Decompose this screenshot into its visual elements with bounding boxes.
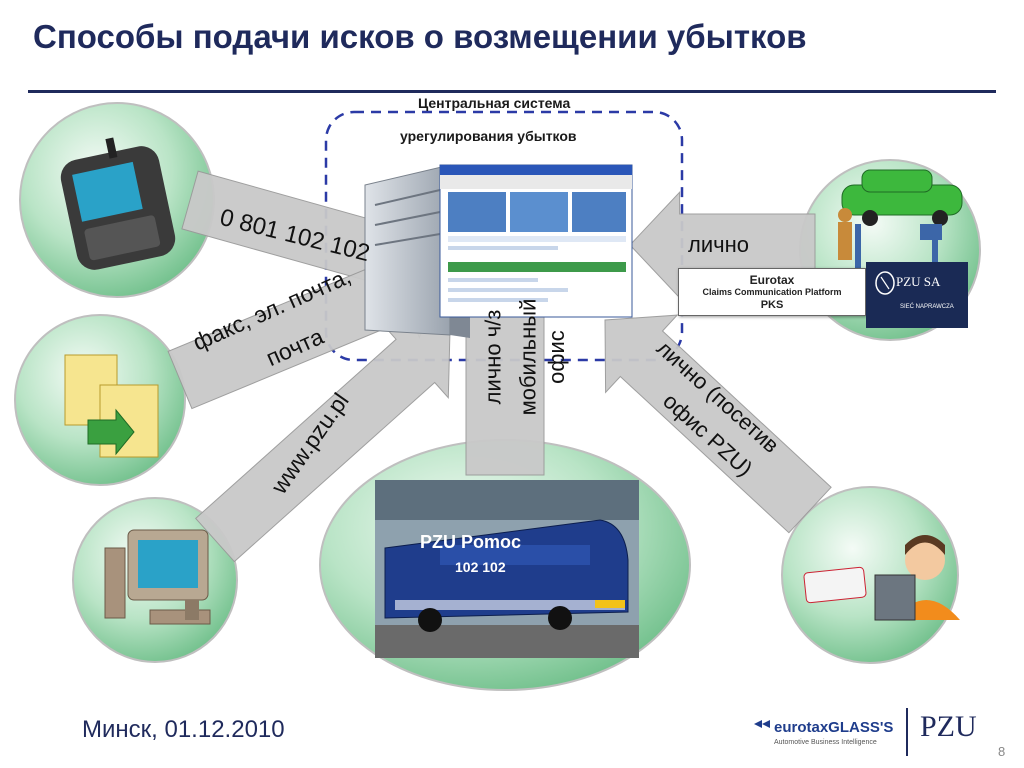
central-system-label-1: Центральная система [418,95,571,111]
documents-icon [64,354,159,458]
footer-date: Минск, 01.12.2010 [82,716,285,743]
central-system-label-2: урегулирования убытков [400,128,577,144]
eurotax-logo-text: eurotaxGLASS'S [774,719,893,736]
pzu-logo: PZU [920,710,977,743]
title-divider [28,90,996,93]
bus-brand-text: PZU Pomoc [420,532,521,552]
agent-at-desk-icon [803,535,960,621]
mobile-channel-label-3: офис [543,330,569,384]
kiosk-title: Eurotax [749,273,795,287]
kiosk-subtitle: Claims Communication Platform [702,287,842,297]
car-on-lift-icon [838,169,963,299]
pzu-sa-subtitle: SIEĆ NAPRAWCZA [900,304,954,310]
pzu-sa-name: PZU SA [896,274,941,289]
mobile-channel-label-1: лично ч/з [480,309,506,405]
bus-number-text: 102 102 [455,559,506,575]
kiosk-code: PKS [760,299,784,311]
eurotax-platform-box: Eurotax Claims Communication Platform PK… [678,268,866,316]
mobile-channel-label-2: мобильный [515,298,541,416]
browser-screenshot [439,164,633,318]
page-number: 8 [998,744,1006,759]
eurotax-tagline: Automotive Business Intelligence [774,739,877,746]
eurotax-logo: eurotaxGLASS'S Automotive Business Intel… [754,719,893,746]
bus-photo: PZU Pomoc 102 102 [375,480,639,658]
arrow-office [604,314,832,534]
computer-icon [104,529,211,625]
pda-phone-icon [60,137,176,270]
pzu-sa-badge: PZU SA SIEĆ NAPRAWCZA [866,262,968,328]
personal-channel-label: лично [688,232,749,257]
logo-divider [906,708,908,756]
pzu-emblem-icon [875,271,895,295]
slide-title: Способы подачи исков о возмещении убытко… [33,18,807,55]
